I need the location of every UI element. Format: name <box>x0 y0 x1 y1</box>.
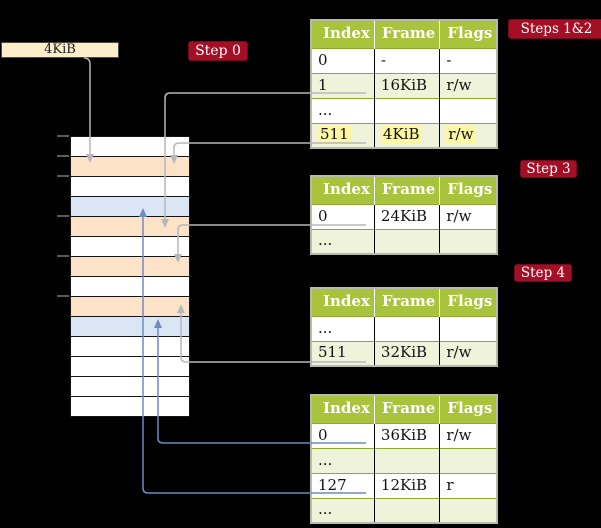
memory-frame-row <box>71 357 189 377</box>
table-cell: r/w <box>439 72 498 98</box>
table-cell: 32KiB <box>374 340 441 366</box>
table-cell <box>439 497 498 523</box>
table-cell: r <box>439 472 498 498</box>
table-row: ... <box>311 447 498 473</box>
table-cell <box>439 447 498 473</box>
table-row: ... <box>311 315 498 341</box>
memory-frame-row <box>71 157 189 177</box>
memory-frame-row <box>71 397 189 416</box>
table-cell: 0 <box>311 422 375 448</box>
table-cell: 16KiB <box>374 72 441 98</box>
table-cell <box>374 447 441 473</box>
memory-frame-row <box>71 337 189 357</box>
column-header: Frame <box>374 20 441 48</box>
table-cell: - <box>439 47 498 73</box>
table-row: 0-- <box>311 47 498 73</box>
memory-frame-row <box>71 257 189 277</box>
table-cell: ... <box>311 315 375 341</box>
column-header: Index <box>311 20 375 48</box>
table-cell: 12KiB <box>374 472 441 498</box>
table-cell: 127 <box>311 472 375 498</box>
column-header: Index <box>311 176 375 204</box>
column-header: Flags <box>439 395 498 423</box>
steps-1-2-label: Steps 1&2 <box>508 19 601 39</box>
step-0-label: Step 0 <box>188 41 248 61</box>
table-cell: 1 <box>311 72 375 98</box>
frame-size-legend-box: 4KiB <box>1 42 119 58</box>
table-cell: ... <box>311 228 375 254</box>
table-cell: r/w <box>439 422 498 448</box>
table-cell <box>439 97 498 123</box>
table-cell <box>374 497 441 523</box>
table-row: ... <box>311 497 498 523</box>
memory-address-ticks <box>57 135 69 297</box>
table-cell <box>374 228 441 254</box>
memory-frame-row <box>71 237 189 257</box>
memory-frame-row <box>71 377 189 397</box>
table-cell: - <box>374 47 441 73</box>
step-3-label: Step 3 <box>520 160 577 178</box>
column-header: Flags <box>439 176 498 204</box>
column-header: Flags <box>439 20 498 48</box>
table-cell: 0 <box>311 203 375 229</box>
column-header: Frame <box>374 176 441 204</box>
memory-frame-row <box>71 317 189 337</box>
column-header: Index <box>311 395 375 423</box>
table-row: ... <box>311 97 498 123</box>
table-cell: r/w <box>439 203 498 229</box>
table-cell: 0 <box>311 47 375 73</box>
table-cell: 511 <box>311 122 375 148</box>
memory-frame-row <box>71 277 189 297</box>
table-cell: r/w <box>439 340 498 366</box>
column-header: Index <box>311 288 375 316</box>
column-header: Flags <box>439 288 498 316</box>
table-cell: ... <box>311 97 375 123</box>
memory-frame-row <box>71 217 189 237</box>
table-cell: 511 <box>311 340 375 366</box>
table-cell: 4KiB <box>374 122 441 148</box>
table-cell <box>374 97 441 123</box>
table-row: ... <box>311 228 498 254</box>
column-header: Frame <box>374 395 441 423</box>
table-cell: ... <box>311 497 375 523</box>
memory-column <box>70 136 190 417</box>
memory-frame-row <box>71 297 189 317</box>
table-cell: r/w <box>439 122 498 148</box>
table-cell <box>439 228 498 254</box>
table-cell <box>374 315 441 341</box>
memory-frame-row <box>71 197 189 217</box>
table-cell <box>439 315 498 341</box>
column-header: Frame <box>374 288 441 316</box>
memory-frame-row <box>71 137 189 157</box>
table-cell: 36KiB <box>374 422 441 448</box>
step-4-label: Step 4 <box>514 264 572 282</box>
memory-frame-row <box>71 177 189 197</box>
table-cell: ... <box>311 447 375 473</box>
table-cell: 24KiB <box>374 203 441 229</box>
